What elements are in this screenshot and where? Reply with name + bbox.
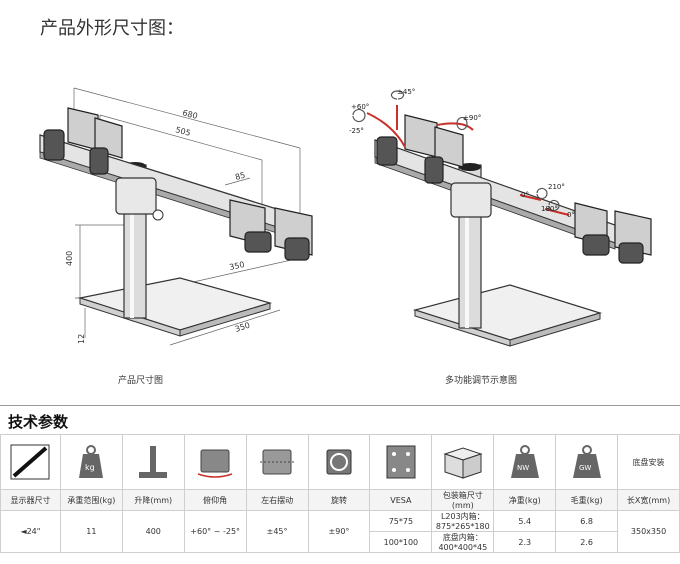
- icon-row: kg NW GW 底盘安装: [0, 434, 680, 490]
- cell-gross-1: 6.8: [555, 510, 619, 532]
- angle-swivel: ±45°: [397, 88, 415, 96]
- angle-tilt-up: +60°: [351, 103, 369, 111]
- section-title: 技术参数: [8, 413, 69, 431]
- cell-lift: 400: [121, 510, 185, 553]
- table-row: ◄24" 11 400 +60° ~ -25° ±45° ±90° 75*75 …: [0, 510, 680, 553]
- kg-text: kg: [85, 463, 95, 472]
- height-adjust-icon: [130, 442, 176, 482]
- weight-capacity-icon: kg: [68, 442, 114, 482]
- col-header-base: 长X宽(mm): [617, 489, 680, 511]
- dim-350-depth: 350: [229, 260, 246, 272]
- install-header: 底盘安装: [617, 434, 680, 490]
- dim-12: 12: [77, 334, 86, 344]
- rotation-icon: [316, 442, 362, 482]
- angle-rotate: ±90°: [463, 114, 481, 122]
- col-header-swivel: 左右摆动: [245, 489, 309, 511]
- vesa-icon: [378, 442, 424, 482]
- cell-size: ◄24": [0, 510, 61, 553]
- dim-85: 85: [234, 171, 246, 182]
- dim-680: 680: [181, 108, 198, 121]
- cell-tilt: +60° ~ -25°: [183, 510, 247, 553]
- cell-load: 11: [59, 510, 123, 553]
- cell-net-1: 5.4: [493, 510, 557, 532]
- size-value: 24": [26, 527, 41, 536]
- col-header-gross: 毛重(kg): [555, 489, 619, 511]
- cell-gross-2: 2.6: [555, 531, 619, 553]
- col-header-lift: 升降(mm): [121, 489, 185, 511]
- col-header-size: 显示器尺寸: [0, 489, 61, 511]
- nw-text: NW: [517, 464, 529, 472]
- gw-text: GW: [579, 464, 591, 472]
- col-header-load: 承重范围(kg): [59, 489, 123, 511]
- gross-weight-icon: GW: [564, 442, 610, 482]
- cell-vesa-1: 75*75: [369, 510, 433, 532]
- col-header-vesa: VESA: [369, 489, 433, 511]
- cell-box-2: 底盘内箱：400*400*45: [431, 531, 495, 553]
- cell-box-1: L203内箱：875*265*180: [431, 510, 495, 532]
- col-header-rotate: 旋转: [307, 489, 371, 511]
- cell-swivel: ±45°: [245, 510, 309, 553]
- angle-0-bottom: 0°: [567, 211, 575, 219]
- col-header-box: 包装箱尺寸(mm): [431, 489, 495, 511]
- angle-tilt-down: -25°: [349, 127, 364, 135]
- cell-vesa-2: 100*100: [369, 531, 433, 553]
- left-figure-caption: 产品尺寸图: [118, 376, 164, 386]
- angle-0-top: 0°: [521, 191, 529, 199]
- section-divider: [0, 405, 680, 406]
- swivel-icon: [254, 442, 300, 482]
- header-row: 显示器尺寸 承重范围(kg) 升降(mm) 俯仰角 左右摆动 旋转 VESA 包…: [0, 489, 680, 511]
- adjustment-diagram: +60° -25° ±45° ±90° 0° 210° 180° 0°: [349, 88, 652, 347]
- right-figure-caption: 多功能调节示意图: [445, 376, 518, 386]
- col-header-net: 净重(kg): [493, 489, 557, 511]
- col-header-tilt: 俯仰角: [183, 489, 247, 511]
- page-title: 产品外形尺寸图：: [40, 18, 184, 39]
- cell-base: 350x350: [617, 510, 680, 553]
- product-dimension-drawing: 680 505 85 400 12 350 350: [39, 87, 313, 346]
- table-row: 100*100 底盘内箱：400*400*45 2.3 2.6: [1, 531, 680, 553]
- cell-net-2: 2.3: [493, 531, 557, 553]
- package-box-icon: [440, 442, 486, 482]
- angle-180: 180°: [541, 205, 558, 213]
- display-size-icon: [7, 442, 53, 482]
- tilt-icon: [192, 442, 238, 482]
- spec-table: kg NW GW 底盘安装 显示器尺寸 承重范围(kg) 升降(mm) 俯仰角 …: [0, 434, 680, 553]
- dim-505: 505: [174, 125, 191, 138]
- dim-400: 400: [65, 251, 74, 266]
- net-weight-icon: NW: [502, 442, 548, 482]
- dim-350-width: 350: [234, 321, 251, 334]
- cell-rotate: ±90°: [307, 510, 371, 553]
- angle-210: 210°: [548, 183, 565, 191]
